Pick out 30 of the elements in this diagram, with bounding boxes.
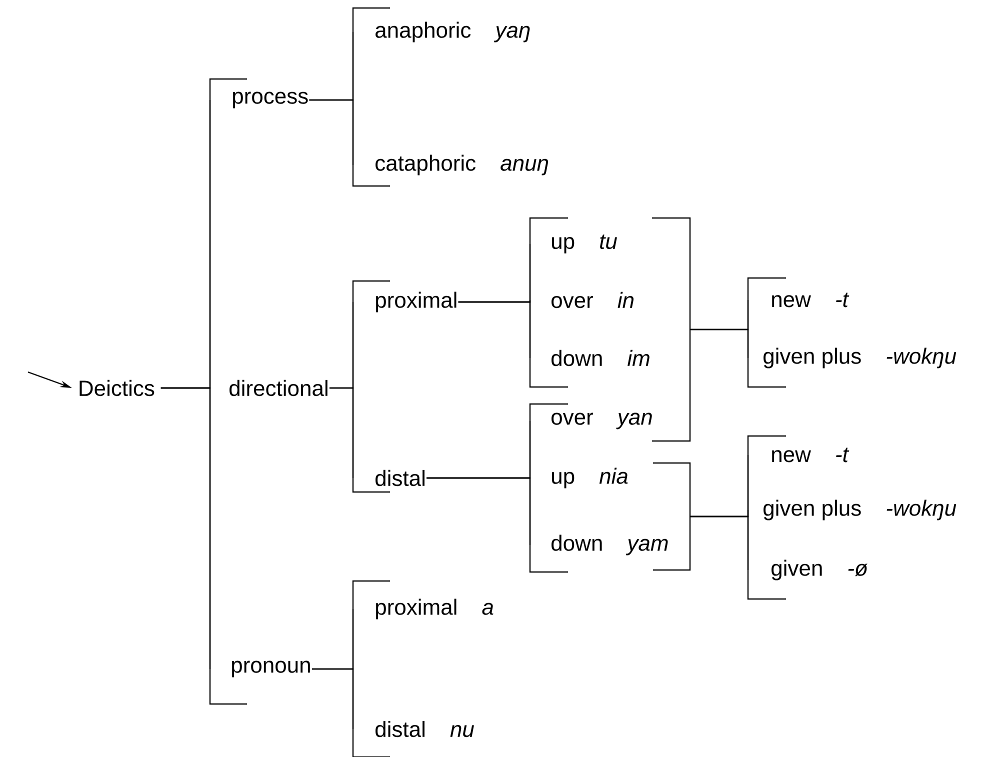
feature-label: up tu [552,234,617,254]
feature-label: pronoun [232,660,310,678]
feature-label: distal [376,470,424,486]
connector-line [690,328,749,358]
connector-line [426,477,531,545]
feature-label: process [233,92,308,108]
feature-label: proximal [376,292,456,312]
feature-label: over yan [552,412,652,430]
feature-label: new -t [772,292,850,308]
connector-line [690,516,749,570]
feature-label: down im [552,350,650,366]
feature-label: cataphoric anuŋ [376,154,548,176]
feature-label: proximal a [376,598,494,620]
feature-label: Deictics [80,380,154,396]
feature-label: given -ø [772,560,868,580]
feature-label: down yam [552,534,668,556]
feature-label: distal nu [376,720,474,738]
system-bracket [652,217,691,442]
connector-line [160,387,211,669]
feature-label: given plus -wokŋu [764,348,956,368]
connector-line [329,387,354,478]
feature-label: given plus -wokŋu [764,500,956,520]
connector-line [309,99,354,165]
feature-label: up nia [552,468,628,488]
feature-label: new -t [772,448,850,462]
feature-label: over in [552,292,634,308]
feature-label: directional [230,380,328,396]
feature-label: anaphoric yaŋ [376,22,530,42]
connector-line [312,668,354,729]
connector-line [458,301,531,358]
